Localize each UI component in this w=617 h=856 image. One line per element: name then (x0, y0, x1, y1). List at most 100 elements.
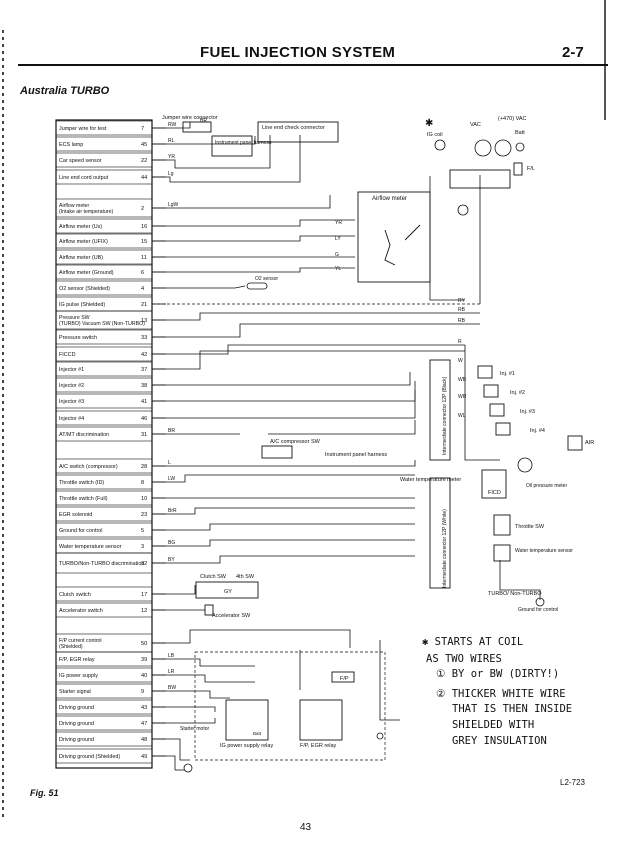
component-label: Ground for control (518, 607, 558, 613)
handwritten-note-line: THAT IS THEN INSIDE (452, 703, 573, 715)
ecu-pin-label: (Shielded) (59, 644, 83, 650)
relay-dashed-enclosure (194, 651, 386, 761)
ecu-pin-number: 50 (141, 641, 147, 647)
ecu-pin-number: 12 (141, 608, 147, 614)
wire-lw (152, 474, 415, 483)
fp-egr-relay (299, 699, 343, 741)
section-number: 2-7 (562, 44, 584, 61)
wire-bg (152, 539, 415, 547)
ecu-pin-label: ECS lamp (59, 142, 83, 148)
wire-rb (152, 323, 480, 338)
ficd-valve (481, 469, 507, 499)
scan-edge (2, 30, 4, 820)
ecu-outline (55, 119, 153, 769)
ecu-pin-number: 10 (141, 496, 147, 502)
ecu-pin-label: F/P current control (59, 638, 102, 644)
wire-yr (152, 135, 271, 169)
component-label: Instrument panel harness (215, 140, 272, 146)
asterisk-mark: ✱ (425, 118, 433, 129)
ac-compressor-switch (261, 445, 293, 459)
injector-coil (489, 403, 505, 417)
wire-batt (429, 176, 465, 301)
ecu-pin-number: 7 (141, 126, 144, 132)
page-number: 43 (300, 822, 312, 833)
component-label: A/C compressor SW (270, 439, 321, 445)
wire-color-label: WL (458, 413, 466, 419)
wire-color-label: RB (458, 318, 466, 324)
wire-color-label: Lg (168, 171, 174, 177)
wire-r (152, 350, 465, 370)
component-label: F/P, EGR relay (300, 743, 337, 749)
wire-color-label: BW (168, 685, 176, 691)
ecu-pin-label: Injector #2 (59, 383, 84, 389)
component-label: IG coil (427, 132, 443, 138)
wire-lgw (152, 195, 331, 209)
component-label: VAC (470, 122, 481, 128)
ecu-pin-label: Ground for control (59, 528, 102, 534)
handwritten-note-line: GREY INSULATION (452, 735, 547, 747)
water-temperature-sensor (493, 544, 511, 562)
ecu-pin-label: (TURBO) Vacuum SW (Non-TURBO) (59, 321, 145, 327)
ecu-pin-number: 39 (141, 657, 147, 663)
wire-gnd (152, 523, 415, 531)
component-label: Inj. #4 (530, 428, 545, 434)
ecu-pin-number: 28 (141, 464, 147, 470)
wire-color-label: BR (200, 118, 207, 124)
ecu-pin-number: 37 (141, 367, 147, 373)
wire-igp (152, 674, 255, 683)
wire-lg (152, 135, 301, 183)
ecu-pin-label: IG pulse (Shielded) (59, 302, 105, 308)
component-label: 4th SW (236, 574, 255, 580)
ecu-pin-label: Injector #4 (59, 416, 84, 422)
ecu-pin-number: 33 (141, 335, 147, 341)
wire-wr (152, 390, 416, 419)
wire-color-label: BR (168, 428, 175, 434)
wire-rw (152, 122, 191, 129)
ecu-pin-number: 41 (141, 399, 147, 405)
wire-color-label: YR (168, 154, 175, 160)
ecu-pin-label: Driving ground (Shielded) (59, 754, 120, 760)
injector-coil (477, 365, 493, 379)
component-label: F/L (527, 166, 535, 172)
ecu-pin-number: 8 (141, 480, 144, 486)
wire-color-label: BY (168, 557, 175, 563)
ecu-pin-label: TURBO/Non-TURBO discrimination (59, 561, 144, 567)
wire-color-label: L (168, 460, 171, 466)
wire-o2 (152, 285, 246, 289)
ecu-pin-number: 4 (141, 286, 144, 292)
component-label: Starter motor (180, 726, 210, 732)
scan-edge-right (604, 0, 606, 120)
ecu-pin-number: 2 (141, 206, 144, 212)
wire-color-label: WR (458, 394, 467, 400)
component-label: Inj. #2 (510, 390, 525, 396)
component-label: (+470) VAC (498, 116, 527, 122)
wire-bundle (152, 122, 541, 771)
ecu-pin-label: Airflow meter (UFIX) (59, 239, 108, 245)
ground-point (457, 204, 469, 216)
ecu-pin-number: 45 (141, 142, 147, 148)
wire-rl (152, 136, 256, 145)
component-label: Oil pressure meter (526, 483, 567, 489)
wire-color-label: G (335, 252, 339, 258)
jumper-connector (182, 121, 212, 133)
fuel-pump-connector (331, 671, 355, 683)
main-relay-connector (449, 169, 511, 189)
ecu-pin-number: 9 (141, 689, 144, 695)
wire-color-label: LY (335, 236, 341, 242)
throttle-switch (493, 514, 511, 536)
ground-point (376, 732, 384, 740)
instrument-harness-connector (211, 135, 253, 157)
wire-drv4 (152, 755, 176, 770)
wire-fp (152, 629, 351, 648)
clutch-4th-switch (195, 581, 259, 599)
wire-color-label: LR (168, 669, 175, 675)
wire-color-label: LgW (168, 202, 179, 208)
handwritten-note-line: SHIELDED WITH (452, 719, 535, 731)
ecu-pin-label: Airflow meter (Ground) (59, 270, 114, 276)
wire-w (152, 372, 411, 386)
wire-br (268, 420, 416, 435)
wire-drv2 (152, 718, 216, 724)
ecu-pin-label: Airflow meter (Us) (59, 224, 102, 230)
